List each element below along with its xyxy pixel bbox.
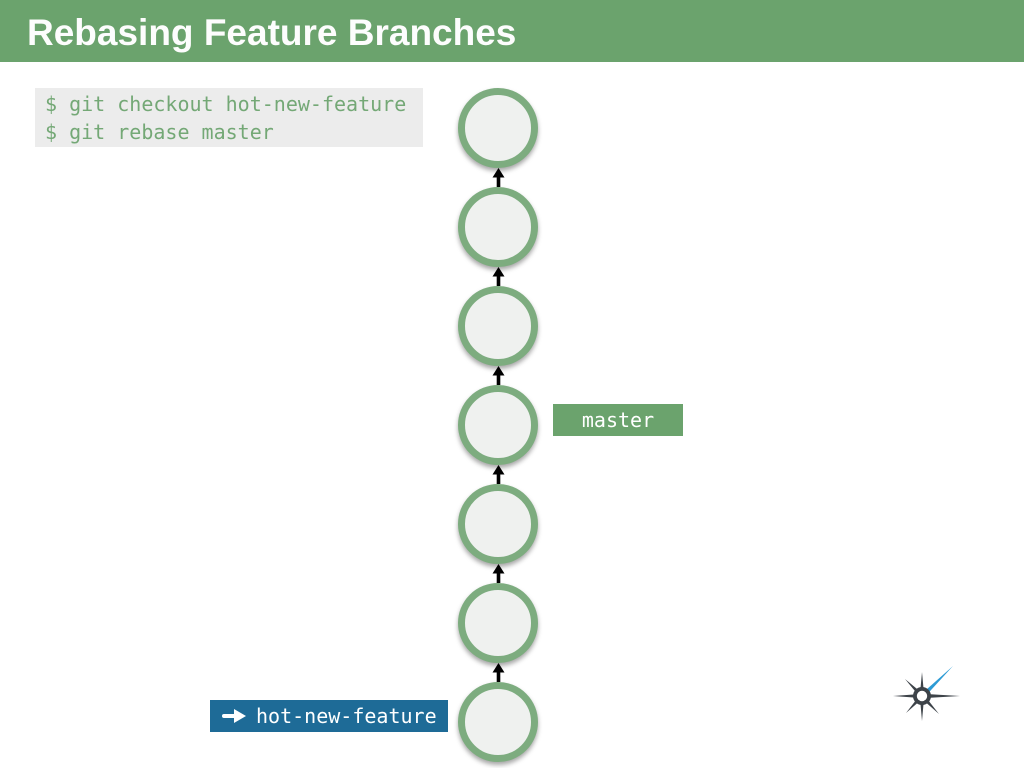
commit-node: [458, 286, 538, 366]
commit-arrow-up-icon: [491, 267, 506, 286]
commit-node: [458, 682, 538, 762]
commit-chain: [458, 88, 538, 762]
code-line-1: $ git checkout hot-new-feature: [45, 92, 407, 116]
commit-node: [458, 88, 538, 168]
page-title: Rebasing Feature Branches: [27, 12, 517, 53]
commit-node: [458, 484, 538, 564]
right-arrow-icon: [222, 709, 246, 723]
master-branch-label-text: master: [581, 408, 655, 432]
master-branch-label: master: [553, 404, 683, 436]
code-line-2: $ git rebase master: [45, 120, 274, 144]
commit-node: [458, 187, 538, 267]
feature-branch-label-text: hot-new-feature: [256, 704, 437, 728]
commit-arrow-up-icon: [491, 465, 506, 484]
commit-arrow-up-icon: [491, 564, 506, 583]
spark-logo-icon: [886, 650, 964, 728]
commit-node: [458, 385, 538, 465]
feature-branch-label: hot-new-feature: [210, 700, 448, 732]
commit-arrow-up-icon: [491, 168, 506, 187]
commit-arrow-up-icon: [491, 663, 506, 682]
commit-node: [458, 583, 538, 663]
commit-arrow-up-icon: [491, 366, 506, 385]
slide-header: Rebasing Feature Branches: [0, 0, 1024, 62]
terminal-code-block: $ git checkout hot-new-feature $ git reba…: [35, 88, 423, 147]
